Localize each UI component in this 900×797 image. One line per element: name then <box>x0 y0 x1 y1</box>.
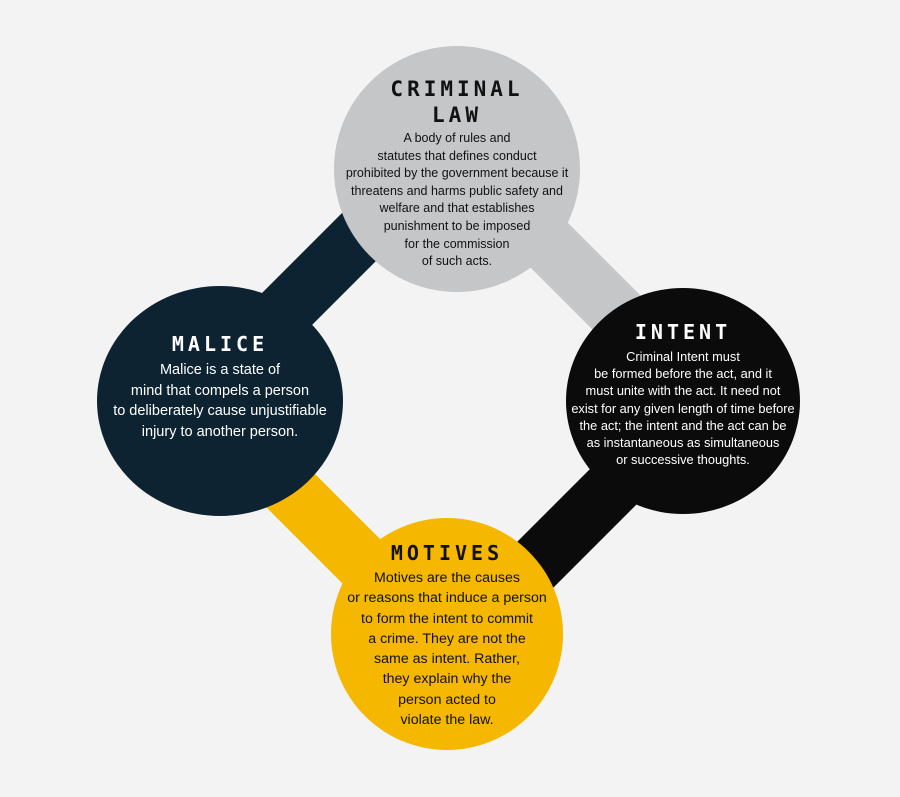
malice-title: MALICE <box>171 332 269 356</box>
malice-circle: MALICE Malice is a state of mind that co… <box>97 286 343 516</box>
criminal-law-description: A body of rules and statutes that define… <box>345 131 569 269</box>
criminal-law-circle: CRIMINAL LAW A body of rules and statute… <box>334 46 580 292</box>
malice-description: Malice is a state of mind that compels a… <box>113 362 327 440</box>
motives-title: MOTIVES <box>390 541 504 565</box>
intent-circle: INTENT Criminal Intent must be formed be… <box>566 288 800 514</box>
intent-title: INTENT <box>634 320 732 344</box>
criminal-law-title: CRIMINAL LAW <box>390 77 524 127</box>
motives-description: Motives are the causes or reasons that i… <box>347 570 547 729</box>
motives-circle: MOTIVES Motives are the causes or reason… <box>331 518 563 750</box>
intent-description: Criminal Intent must be formed before th… <box>571 349 795 468</box>
